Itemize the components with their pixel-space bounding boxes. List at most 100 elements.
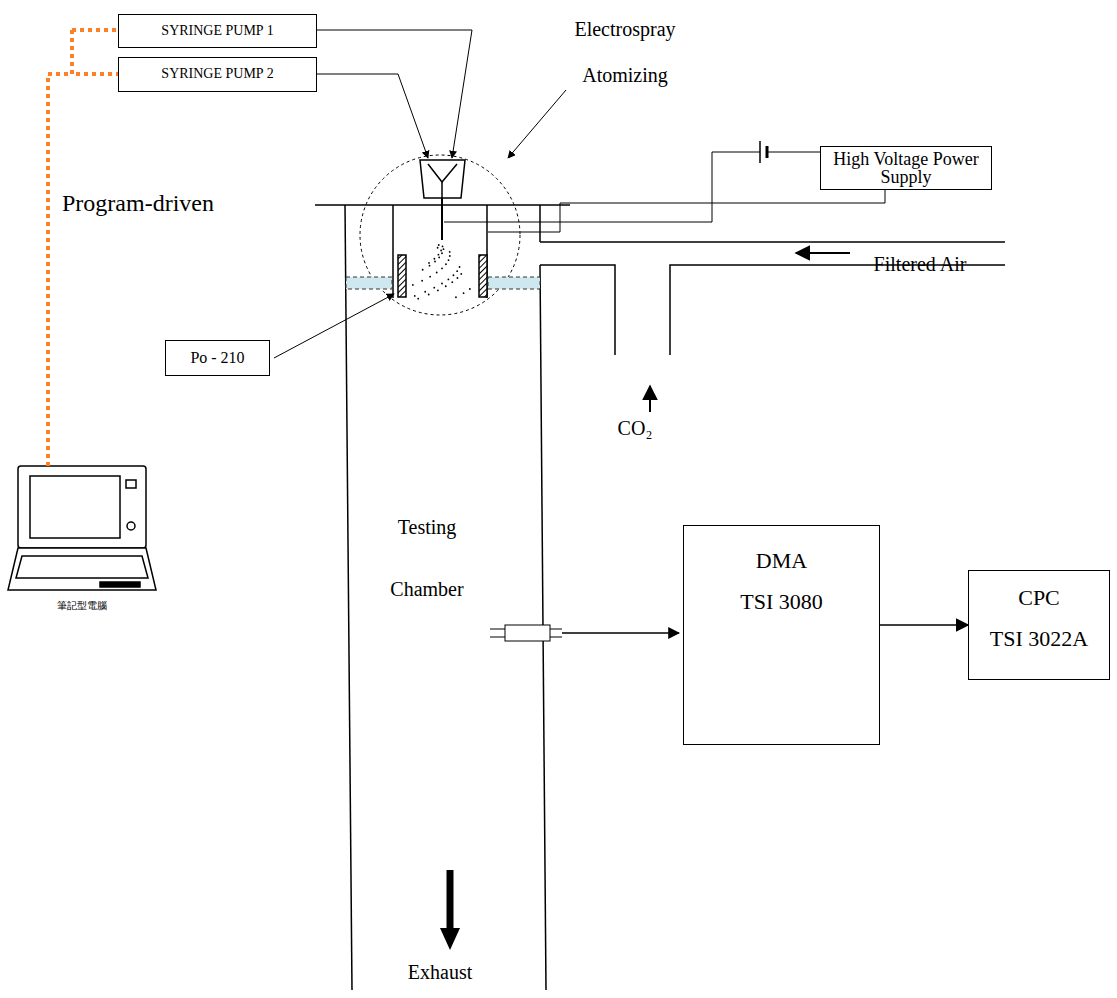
exhaust-arrow — [440, 928, 460, 950]
spray-droplet — [421, 280, 423, 282]
spray-droplet — [437, 289, 439, 291]
spray-droplet — [449, 255, 451, 257]
spray-droplet — [443, 248, 445, 250]
callout-arrow — [508, 90, 566, 158]
node-text: TSI 3080 — [740, 589, 823, 614]
inlet-pipe — [540, 241, 1005, 243]
flow-label: Filtered Air — [855, 252, 985, 276]
chamber-wall — [345, 205, 352, 990]
testing-chamber — [315, 205, 570, 990]
spray-droplet — [437, 247, 439, 249]
leader-line — [274, 294, 394, 358]
feed-line — [317, 74, 428, 158]
spray-droplet — [440, 250, 442, 252]
hv-wire — [444, 152, 760, 222]
spray-droplet — [445, 263, 447, 265]
spray-droplet — [429, 276, 431, 278]
laptop-slot — [100, 582, 140, 587]
pump-box: SYRINGE PUMP 1 — [118, 14, 317, 48]
feed-line — [317, 30, 472, 158]
callout-label: Electrospray Atomizing — [545, 6, 705, 98]
laptop-lid — [18, 466, 146, 548]
spray-droplet — [414, 295, 416, 297]
spray-droplet — [441, 252, 443, 254]
sampling-tube — [490, 625, 679, 641]
atomizer-zone — [360, 155, 520, 315]
spray-droplet — [453, 274, 455, 276]
tube-fitting — [505, 625, 550, 641]
inner-tube — [392, 205, 394, 298]
po210-source — [479, 255, 487, 297]
spray-droplet — [433, 287, 435, 289]
node-text: TSI 3022A — [990, 626, 1088, 651]
spray-droplet — [436, 272, 438, 274]
nozzle-needle — [441, 198, 443, 240]
filter-screen — [346, 277, 540, 289]
inlet-pipe — [540, 265, 615, 355]
spray-droplet — [457, 277, 459, 279]
spray-droplet — [448, 259, 450, 261]
laptop-base — [8, 548, 156, 590]
nozzle-channel — [428, 164, 457, 182]
spray-droplet — [434, 261, 436, 263]
battery-symbol — [766, 146, 769, 158]
spray-droplet — [445, 285, 447, 287]
spray-droplet — [438, 254, 440, 256]
hv-wiring — [444, 141, 885, 232]
spray-droplet — [422, 269, 424, 271]
spray-droplet — [433, 258, 435, 260]
spray-droplet — [449, 251, 451, 253]
laptop-button — [127, 522, 135, 530]
battery-symbol — [759, 141, 761, 163]
gas-label: CO₂ — [605, 416, 665, 440]
hv-wire — [768, 152, 820, 153]
control-cable — [72, 28, 118, 32]
feed-line — [317, 30, 566, 158]
spray-droplet — [438, 256, 440, 258]
spray-droplet — [451, 281, 453, 283]
nozzle-body — [420, 160, 465, 198]
laptop-icon — [8, 466, 156, 590]
spray-droplet — [442, 245, 444, 247]
pump-box: SYRINGE PUMP 2 — [118, 57, 317, 92]
control-cable — [48, 30, 118, 466]
instrument-box: DMA TSI 3080 — [683, 525, 880, 745]
source-label-box: Po - 210 — [165, 340, 270, 376]
gas-inlet — [540, 242, 1005, 412]
exhaust-arrow — [447, 870, 454, 930]
instrument-box: CPCTSI 3022A — [968, 570, 1110, 680]
spray-droplet — [441, 283, 443, 285]
hv-wire — [488, 190, 885, 232]
node-text: Po - 210 — [190, 349, 244, 367]
chamber-label: Testing Chamber — [372, 496, 482, 620]
spray-droplet — [429, 265, 431, 267]
laptop-button — [126, 480, 136, 488]
spray-droplet — [412, 284, 414, 286]
filter-screen — [488, 277, 540, 289]
flow-arrow — [562, 632, 679, 634]
spray-droplet — [428, 262, 430, 264]
control-cable — [48, 74, 72, 466]
po210-source — [398, 255, 406, 297]
inlet-pipe — [670, 265, 1005, 355]
node-text: High Voltage Power Supply — [827, 150, 985, 186]
node-text: DMA — [756, 548, 807, 573]
exhaust-label: Exhaust — [385, 960, 495, 984]
flow-arrow — [796, 252, 850, 254]
laptop-screen — [30, 476, 120, 538]
nozzle-channel — [441, 182, 443, 198]
node-text: SYRINGE PUMP 1 — [161, 23, 273, 39]
electrospray-nozzle — [420, 160, 465, 240]
flow-arrow — [880, 624, 968, 626]
laptop-keyboard — [16, 556, 148, 578]
spray-droplet — [455, 296, 457, 298]
caption-label: Program-driven — [62, 189, 292, 218]
spray-droplet — [417, 298, 419, 300]
spray-droplet — [460, 273, 462, 275]
device-label: 筆記型電腦 — [30, 600, 134, 612]
spray-droplet — [469, 288, 471, 290]
flow-arrow — [649, 386, 651, 412]
control-cable — [72, 30, 118, 74]
filter-screen — [346, 277, 392, 289]
